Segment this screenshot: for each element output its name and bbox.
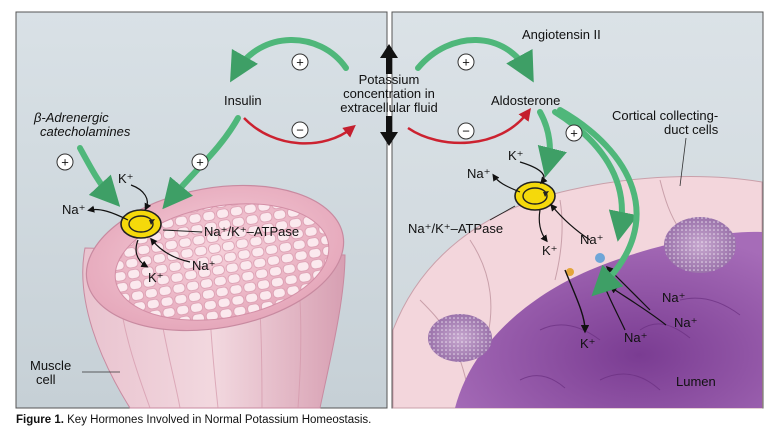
svg-text:+: + [570,126,578,141]
left-na-k-atpase-pump [120,209,162,239]
plus-sign-beta: + [56,153,74,171]
right-na-k-atpase-pump [514,181,556,211]
plus-sign-insulin-pump: + [191,153,209,171]
cortical-pointer [679,137,687,187]
svg-text:+: + [196,155,204,170]
right-k-to-lumen-arrow [564,269,590,334]
right-pump-pointer [489,205,516,221]
center-label-line2: concentration in [343,86,435,101]
svg-text:+: + [296,55,304,70]
left-k-in-top-label: K⁺ [118,171,134,186]
muscle-cell-label-line2: cell [36,372,56,387]
right-na-b-label: Na⁺ [674,315,697,330]
center-label-line1: Potassium [359,72,420,87]
left-na-in-arrow [150,237,191,263]
green-arrow-k-to-aldosterone [415,37,534,83]
svg-text:+: + [61,155,69,170]
svg-text:−: − [296,123,304,138]
left-pump-pointer [162,229,203,233]
right-na-out-arrow [492,173,521,193]
left-na-in-label: Na⁺ [192,258,215,273]
left-na-out-label: Na⁺ [62,202,85,217]
up-arrow-icon [380,44,398,74]
green-arrow-aldosterone-to-pump [537,109,567,178]
beta-adrenergic-label-line2: catecholamines [40,124,131,139]
right-na-to-pump-arrow [550,203,591,241]
plus-sign-insulin: + [291,53,309,71]
lumen-label: Lumen [676,374,716,389]
minus-sign-aldosterone: − [457,122,475,140]
svg-text:−: − [462,124,470,139]
green-arrow-aldosterone-to-channel-1 [552,109,639,242]
center-label-line3: extracellular fluid [340,100,438,115]
left-na-out-arrow [87,205,129,221]
collecting-duct-illustration [392,176,763,409]
muscle-cell-illustration [82,184,346,409]
figure-caption-text: Key Hormones Involved in Normal Potassiu… [63,414,372,426]
insulin-label: Insulin [224,93,262,108]
angiotensin-label: Angiotensin II [522,27,601,42]
right-k-top-label: K⁺ [508,148,524,163]
red-arrow-insulin-to-k [243,117,356,145]
right-k-bottom-label: K⁺ [580,336,596,351]
down-arrow-icon [380,116,398,146]
muscle-cell-label-line1: Muscle [30,358,71,373]
figure-caption-label: Figure 1. [16,414,64,426]
svg-text:+: + [462,55,470,70]
right-na-c-label: Na⁺ [624,330,647,345]
green-arrow-aldosterone-to-channel-2 [557,107,640,297]
green-arrow-beta-to-pump [77,145,121,207]
left-k-in-top-arrow [130,184,152,211]
red-arrow-k-to-aldosterone [407,107,531,145]
plus-sign-aldosterone: + [457,53,475,71]
right-na-a-label: Na⁺ [662,290,685,305]
right-k-mid-label: K⁺ [542,243,558,258]
left-k-in-bottom-arrow [135,239,149,268]
aldosterone-label: Aldosterone [491,93,560,108]
right-na-mid-label: Na⁺ [580,232,603,247]
beta-adrenergic-label-line1: β-Adrenergic [33,110,109,125]
cortical-label-line2: duct cells [664,122,719,137]
minus-sign-insulin: − [291,121,309,139]
right-na-out-label: Na⁺ [467,166,490,181]
right-pump-label: Na⁺/K⁺–ATPase [408,221,503,236]
cortical-label-line1: Cortical collecting- [612,108,718,123]
green-arrow-k-to-insulin [230,37,349,83]
plus-sign-aldosterone-pump: + [565,124,583,142]
left-k-in-bottom-label: K⁺ [148,270,164,285]
right-k-mid-arrow [538,209,548,243]
left-pump-label: Na⁺/K⁺–ATPase [204,224,299,239]
figure-caption: Figure 1. Key Hormones Involved in Norma… [16,414,371,426]
